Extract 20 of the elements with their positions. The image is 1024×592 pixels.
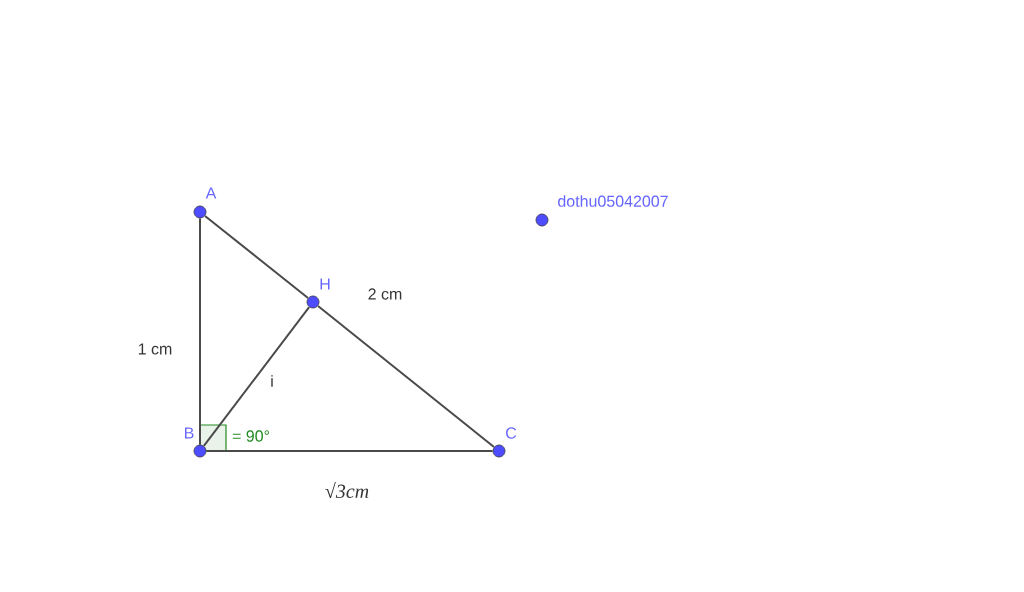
point: dothu05042007	[535, 195, 668, 227]
segment	[199, 217, 201, 446]
point: C	[492, 427, 517, 458]
edge-label: 1 cm	[138, 343, 172, 355]
edge-label: √3cm	[325, 482, 369, 498]
segment	[205, 450, 494, 452]
point: B	[185, 427, 207, 458]
segment	[204, 215, 309, 299]
angle-label: = 90°	[232, 430, 269, 442]
edge-label: i	[271, 375, 273, 387]
node-label: A	[205, 187, 217, 199]
node-label: H	[320, 278, 330, 290]
point: A	[193, 187, 217, 219]
point: H	[306, 278, 330, 309]
node-label: C	[506, 427, 517, 439]
edge-label: 2 cm	[368, 288, 402, 300]
segment	[202, 306, 311, 447]
node-label: dothu05042007	[558, 195, 668, 207]
node-label: B	[184, 427, 194, 439]
segment	[317, 305, 495, 448]
